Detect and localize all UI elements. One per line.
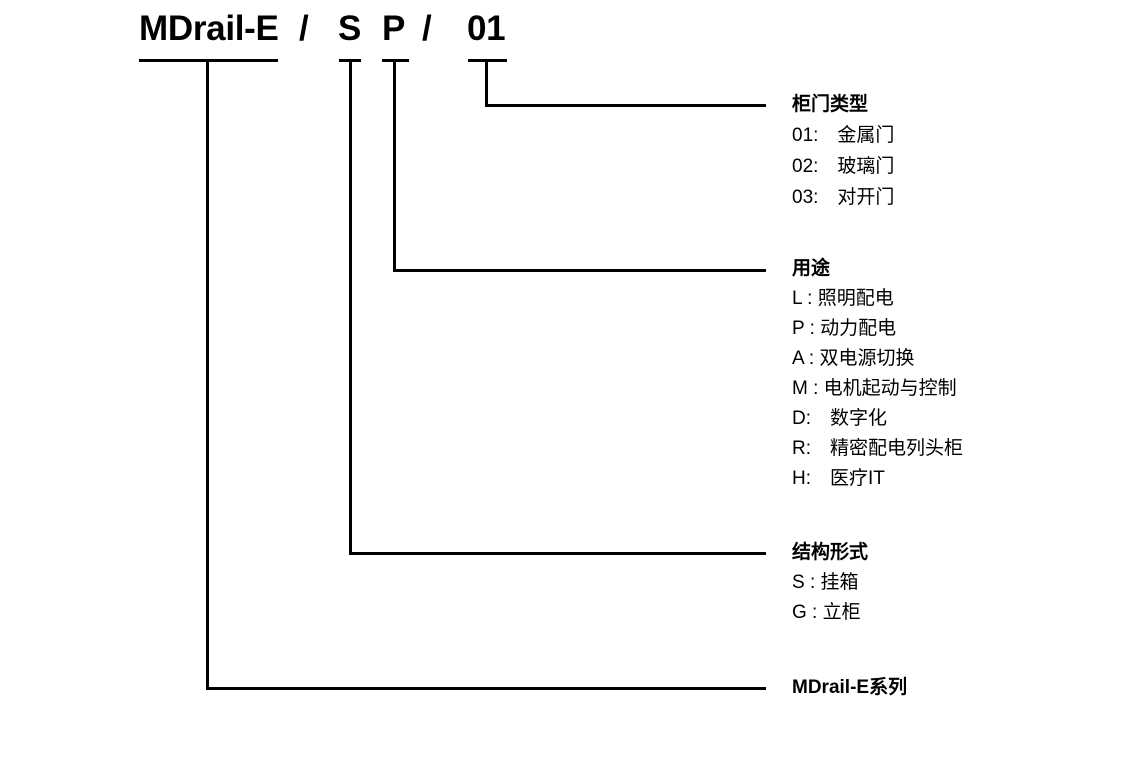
legend-structure-title: 结构形式 xyxy=(792,542,869,563)
legend-series-title: MDrail-E系列 xyxy=(792,677,908,698)
code-segment-application: P xyxy=(382,9,406,48)
legend-item: M : 电机起动与控制 xyxy=(792,378,957,399)
legend-series: MDrail-E系列 xyxy=(792,673,907,703)
connector-horizontal-series xyxy=(206,687,766,690)
legend-item: G : 立柜 xyxy=(792,602,861,623)
legend-application-title: 用途 xyxy=(792,258,831,279)
legend-item: 03: 对开门 xyxy=(792,187,895,208)
code-segment-slash-1: / xyxy=(299,9,309,48)
connector-vertical-series xyxy=(206,59,209,690)
legend-item: S : 挂箱 xyxy=(792,572,859,593)
legend-item: P : 动力配电 xyxy=(792,318,897,339)
connector-vertical-application xyxy=(393,59,396,272)
legend-item: H: 医疗IT xyxy=(792,468,885,489)
connector-vertical-door-type xyxy=(485,59,488,107)
legend-item: R: 精密配电列头柜 xyxy=(792,438,964,459)
legend-structure: 结构形式 S : 挂箱 G : 立柜 xyxy=(792,538,868,628)
connector-vertical-structure xyxy=(349,59,352,555)
code-segment-slash-2: / xyxy=(422,9,432,48)
legend-door-type-title: 柜门类型 xyxy=(792,94,869,115)
legend-door-type: 柜门类型 01: 金属门 02: 玻璃门 03: 对开门 xyxy=(792,89,894,213)
connector-horizontal-structure xyxy=(349,552,766,555)
legend-item: A : 双电源切换 xyxy=(792,348,915,369)
legend-item: D: 数字化 xyxy=(792,408,888,429)
connector-horizontal-door-type xyxy=(485,104,766,107)
code-segment-series: MDrail-E xyxy=(139,9,279,48)
code-segment-door-type: 01 xyxy=(467,9,506,48)
code-segment-structure: S xyxy=(338,9,362,48)
legend-item: 01: 金属门 xyxy=(792,125,895,146)
connector-horizontal-application xyxy=(393,269,766,272)
legend-application: 用途 L : 照明配电 P : 动力配电 A : 双电源切换 M : 电机起动与… xyxy=(792,254,963,494)
legend-item: L : 照明配电 xyxy=(792,288,894,309)
legend-item: 02: 玻璃门 xyxy=(792,156,895,177)
